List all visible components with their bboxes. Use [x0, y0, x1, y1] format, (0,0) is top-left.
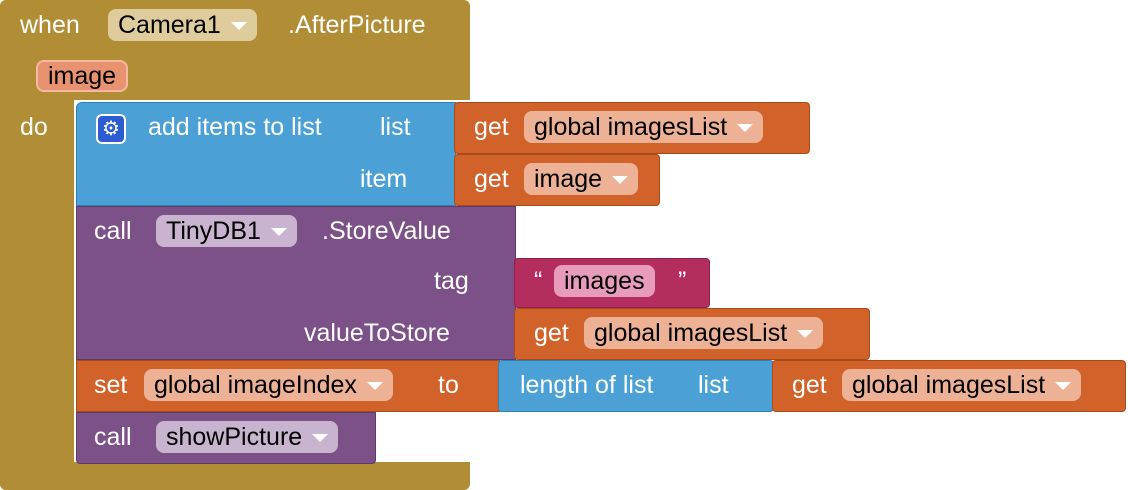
length-of-list-block[interactable] [498, 360, 774, 412]
event-footer [0, 462, 470, 490]
close-quote: ” [678, 267, 687, 295]
variable-name: global imageIndex [154, 371, 357, 399]
procedure-name: showPicture [166, 423, 303, 451]
get-label: get [474, 113, 509, 141]
add-items-to-list-block[interactable] [76, 102, 456, 206]
chevron-down-icon [737, 124, 754, 133]
get-label: get [792, 371, 827, 399]
event-param-label: image [48, 62, 117, 90]
tag-socket-label: tag [434, 267, 469, 295]
variable-dropdown-global-imageindex[interactable]: global imageIndex [144, 369, 393, 401]
chevron-down-icon [797, 330, 814, 339]
when-label: when [20, 11, 80, 39]
text-value: images [564, 267, 645, 295]
variable-dropdown-global-imageslist[interactable]: global imagesList [524, 111, 764, 143]
chevron-down-icon [230, 22, 247, 31]
length-of-list-label: length of list [520, 371, 654, 399]
text-field-images[interactable]: images [554, 265, 655, 297]
chevron-down-icon [1055, 382, 1072, 391]
variable-dropdown-image[interactable]: image [524, 163, 639, 195]
component-name: Camera1 [118, 11, 221, 39]
event-name: .AfterPicture [288, 11, 426, 39]
call-label: call [94, 217, 132, 245]
chevron-down-icon [312, 434, 329, 443]
do-label: do [20, 113, 48, 141]
call-label: call [94, 423, 132, 451]
event-param-image[interactable]: image [36, 60, 129, 92]
item-socket-label: item [360, 165, 408, 193]
chevron-down-icon [366, 382, 383, 391]
get-label: get [534, 319, 569, 347]
to-label: to [438, 371, 459, 399]
list-socket-label: list [380, 113, 411, 141]
variable-dropdown-global-imageslist[interactable]: global imagesList [842, 369, 1082, 401]
value-to-store-label: valueToStore [304, 319, 450, 347]
gear-icon[interactable]: ⚙ [96, 114, 126, 144]
set-label: set [94, 371, 128, 399]
method-name: .StoreValue [322, 217, 451, 245]
chevron-down-icon [270, 228, 287, 237]
component-dropdown-camera1[interactable]: Camera1 [108, 9, 257, 41]
variable-name: global imagesList [852, 371, 1046, 399]
open-quote: “ [534, 267, 543, 295]
procedure-dropdown-showpicture[interactable]: showPicture [156, 421, 339, 453]
get-label: get [474, 165, 509, 193]
component-name: TinyDB1 [166, 217, 261, 245]
chevron-down-icon [612, 176, 629, 185]
variable-dropdown-global-imageslist[interactable]: global imagesList [584, 317, 824, 349]
list-socket-label: list [698, 371, 729, 399]
add-items-label: add items to list [148, 113, 322, 141]
variable-name: global imagesList [534, 113, 728, 141]
variable-name: global imagesList [594, 319, 788, 347]
component-dropdown-tinydb1[interactable]: TinyDB1 [156, 215, 297, 247]
variable-name: image [534, 165, 603, 193]
